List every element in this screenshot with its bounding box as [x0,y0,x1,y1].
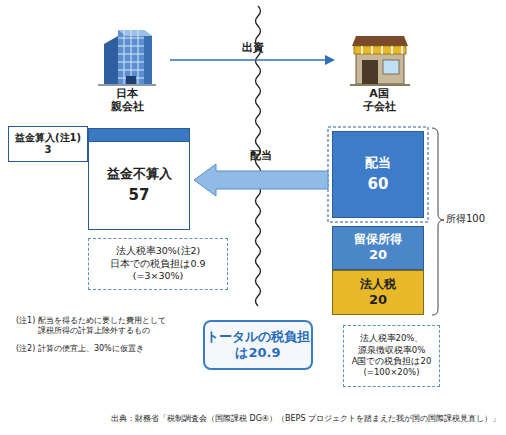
retained-income-box: 留保所得20 [332,226,424,270]
node-text: 留保所得 [354,232,402,247]
source-caption: 出典：財務省「税制調査会（国際課税 DG④）（BEPS プロジェクトを踏まえた我… [111,414,500,424]
connector-line [170,59,327,61]
shop-icon [350,36,410,86]
total-tax-box: トータルの税負担は20.9 [203,320,313,370]
node-value: 57 [129,186,150,205]
footnote: (注1) 配当を得るために要した費用として 課税所得の計算上除外するもの [16,316,228,337]
arrow-connector [170,55,335,65]
block-arrow-shape [194,164,328,196]
node-text: 日本 親会社 [110,87,145,115]
node-value: 60 [368,175,389,194]
parent-company: 日本 親会社 [92,22,162,116]
node-text: 益金不算入 [107,166,172,182]
dividend-box: 配当 60 [332,131,424,218]
edge-label: 出資 [242,41,264,55]
subsidiary-company: A国 子会社 [343,22,415,116]
exclusion-box: 益金不算入 57 [88,128,190,230]
node-text: 法人税 [360,277,396,292]
node-text: 法人税率20%、源泉徴収税率0% A国での税負担は20 (=100×20%) [351,333,433,379]
node-value: 20 [369,247,387,263]
node-text: トータルの税負担は20.9 [204,329,312,362]
bracket-label: 所得100 [446,212,485,225]
node-text: 法人税率30%(注2) 日本での税負担は0.9 (=3×30%) [109,245,207,283]
node-text: 配当 [365,155,391,171]
japan-tax-note: 法人税率30%(注2) 日本での税負担は0.9 (=3×30%) [88,238,228,290]
edge-label: 配当 [250,149,272,163]
inclusion-box: 益金算入(注1) 3 [8,126,88,162]
dividend-outline [328,127,428,222]
node-value: 20 [369,292,387,308]
building-icon [98,30,156,86]
node-text: A国 子会社 [362,87,397,115]
corporate-tax-box: 法人税20 [332,270,424,315]
block-arrow [194,164,328,196]
income-bracket [432,128,444,315]
node-text: 益金算入(注1) 3 [14,132,83,157]
footnote: (注2) 計算の便宜上、30%に仮置き [16,344,144,354]
country-a-tax-note: 法人税率20%、源泉徴収税率0% A国での税負担は20 (=100×20%) [343,325,440,387]
arrow-head [325,55,335,65]
